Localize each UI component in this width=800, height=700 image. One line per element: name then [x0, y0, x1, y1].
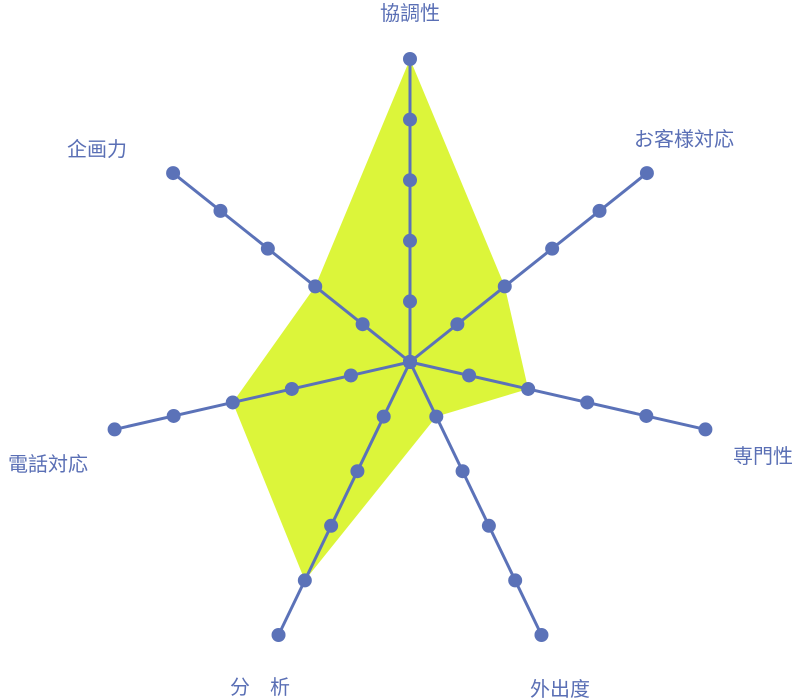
axis-label: 協調性: [380, 1, 440, 25]
tick-dot: [324, 518, 339, 533]
tick-dot: [639, 166, 654, 181]
tick-dot: [350, 464, 365, 479]
axis-label: 電話対応: [8, 452, 88, 476]
tick-dot: [260, 241, 275, 256]
tick-dot: [592, 203, 607, 218]
axis-label: 専門性: [733, 444, 793, 468]
tick-dot: [403, 294, 417, 309]
tick-dot: [297, 573, 312, 588]
axis-line: [172, 171, 411, 364]
axis-line: [114, 360, 411, 431]
tick-dot: [343, 368, 358, 383]
tick-dot: [403, 112, 417, 127]
tick-dot: [403, 173, 417, 188]
tick-dot: [545, 241, 560, 256]
tick-dot: [450, 317, 465, 332]
tick-dot: [429, 409, 444, 424]
tick-dot: [166, 166, 181, 181]
data-area: [232, 59, 529, 581]
tick-dot: [521, 381, 536, 396]
tick-dot: [508, 573, 523, 588]
tick-dot: [271, 627, 286, 642]
tick-dot: [166, 408, 181, 423]
tick-dot: [308, 279, 323, 294]
tick-dot: [462, 368, 477, 383]
tick-dot: [639, 408, 654, 423]
tick-dot: [225, 395, 240, 410]
tick-dot: [403, 52, 417, 66]
tick-dot: [698, 422, 713, 437]
axis-line: [277, 361, 412, 636]
tick-dot: [497, 279, 512, 294]
tick-dot: [107, 422, 122, 437]
axis-label: 分 析: [230, 675, 290, 699]
tick-dot: [403, 233, 417, 248]
axis-line: [408, 361, 543, 636]
tick-dot: [481, 518, 496, 533]
axis-label: 企画力: [67, 137, 127, 161]
axis-label: 外出度: [530, 677, 590, 700]
tick-dot: [534, 627, 549, 642]
axis-line: [409, 171, 648, 364]
axis-label: お客様対応: [634, 127, 734, 151]
tick-dot: [213, 203, 228, 218]
tick-dot: [376, 409, 391, 424]
tick-dot: [455, 464, 470, 479]
tick-dot: [580, 395, 595, 410]
tick-dot: [284, 381, 299, 396]
tick-dot: [355, 317, 370, 332]
axis-line: [409, 360, 706, 431]
tick-dot: [403, 355, 417, 369]
